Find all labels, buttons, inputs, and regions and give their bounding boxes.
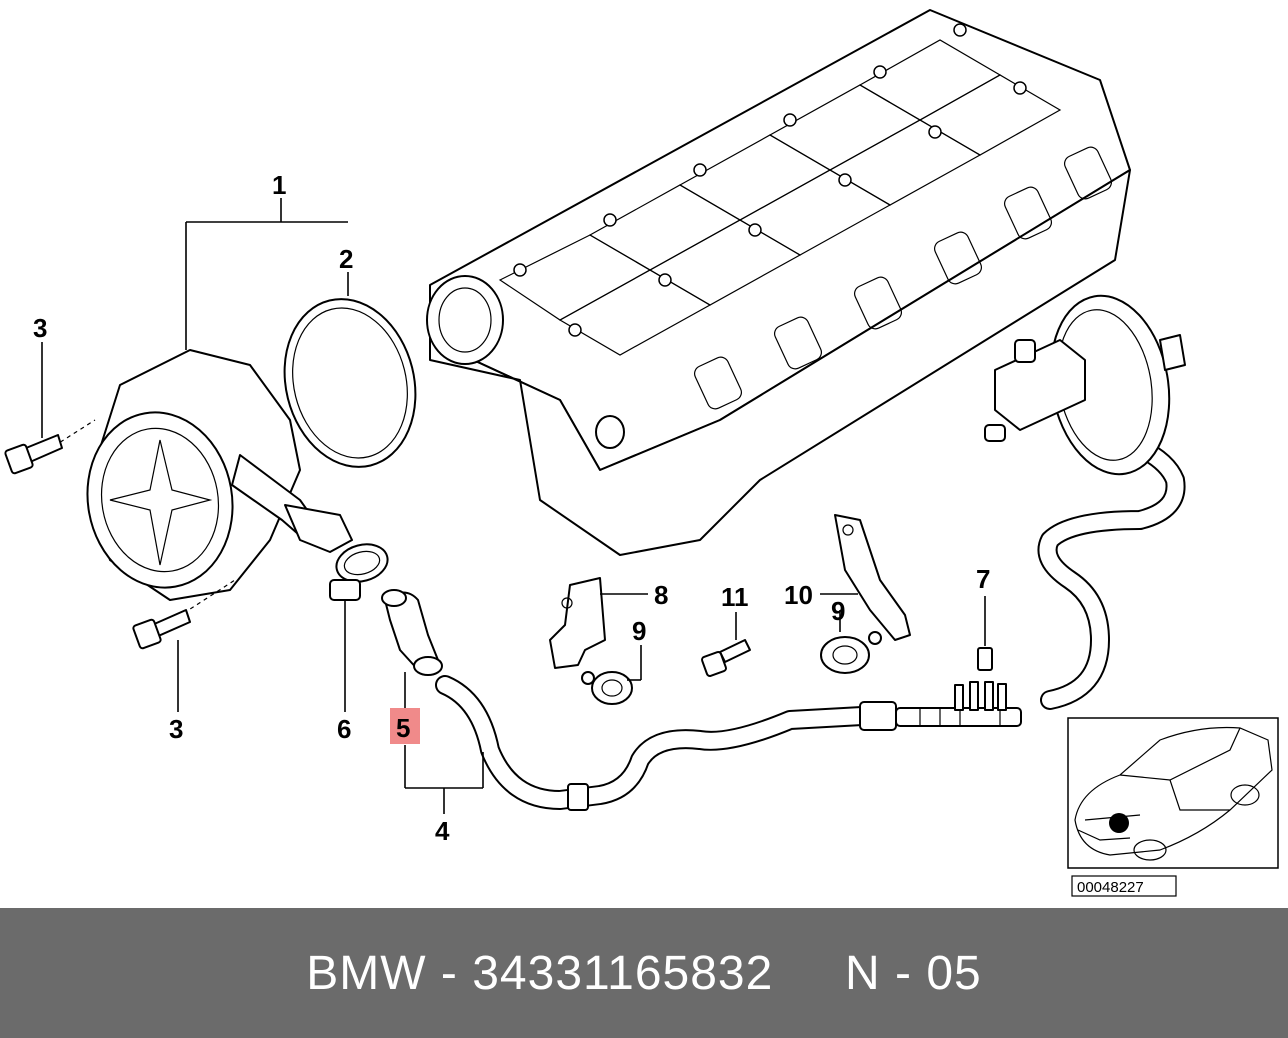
footer-bar: BMW - 34331165832 N - 05	[0, 908, 1288, 1038]
cylinder-head	[426, 9, 1131, 556]
callout-9-right: 9	[831, 596, 845, 626]
part-number-label: BMW - 34331165832	[306, 946, 774, 1000]
callout-3-lower: 3	[169, 714, 183, 744]
callout-1: 1	[272, 170, 286, 200]
callout-7: 7	[976, 564, 990, 594]
callout-2: 2	[339, 244, 353, 274]
callout-8: 8	[654, 580, 668, 610]
bracket-right	[834, 514, 911, 641]
callout-4: 4	[435, 816, 450, 846]
location-marker	[1109, 813, 1129, 833]
callout-5-highlight	[390, 708, 420, 744]
vehicle-inset: 00048227	[1067, 717, 1279, 897]
inset-reference-number: 00048227	[1077, 879, 1144, 896]
bracket-left	[549, 577, 606, 669]
callout-5: 5	[396, 713, 410, 743]
bolt-small	[701, 639, 751, 677]
hose-clamp	[329, 543, 389, 601]
vacuum-pump	[86, 349, 353, 601]
pipe-clip-left	[581, 671, 633, 705]
check-valve-part	[977, 647, 993, 671]
leader-lines	[41, 198, 986, 814]
bolt-upper	[4, 419, 96, 475]
vacuum-line	[435, 420, 1186, 811]
parts-diagram: 1 2 3 3 6 5 4 8 9 11 10 9 7 00048227	[4, 9, 1279, 897]
callout-6: 6	[337, 714, 351, 744]
footer-label: BMW - 34331165832 N - 05	[306, 946, 981, 1001]
hose-elbow	[381, 589, 443, 676]
gasket-ring	[283, 298, 417, 468]
callout-11: 11	[721, 582, 749, 612]
callout-3-upper: 3	[33, 313, 47, 343]
diagram-reference: N - 05	[845, 946, 982, 1000]
brake-booster	[984, 294, 1186, 476]
callout-9-left: 9	[632, 616, 646, 646]
callout-10: 10	[784, 580, 813, 610]
pipe-clip-right	[820, 631, 882, 674]
bolt-lower	[132, 579, 236, 650]
callout-labels: 1 2 3 3 6 5 4 8 9 11 10 9 7	[33, 170, 990, 846]
